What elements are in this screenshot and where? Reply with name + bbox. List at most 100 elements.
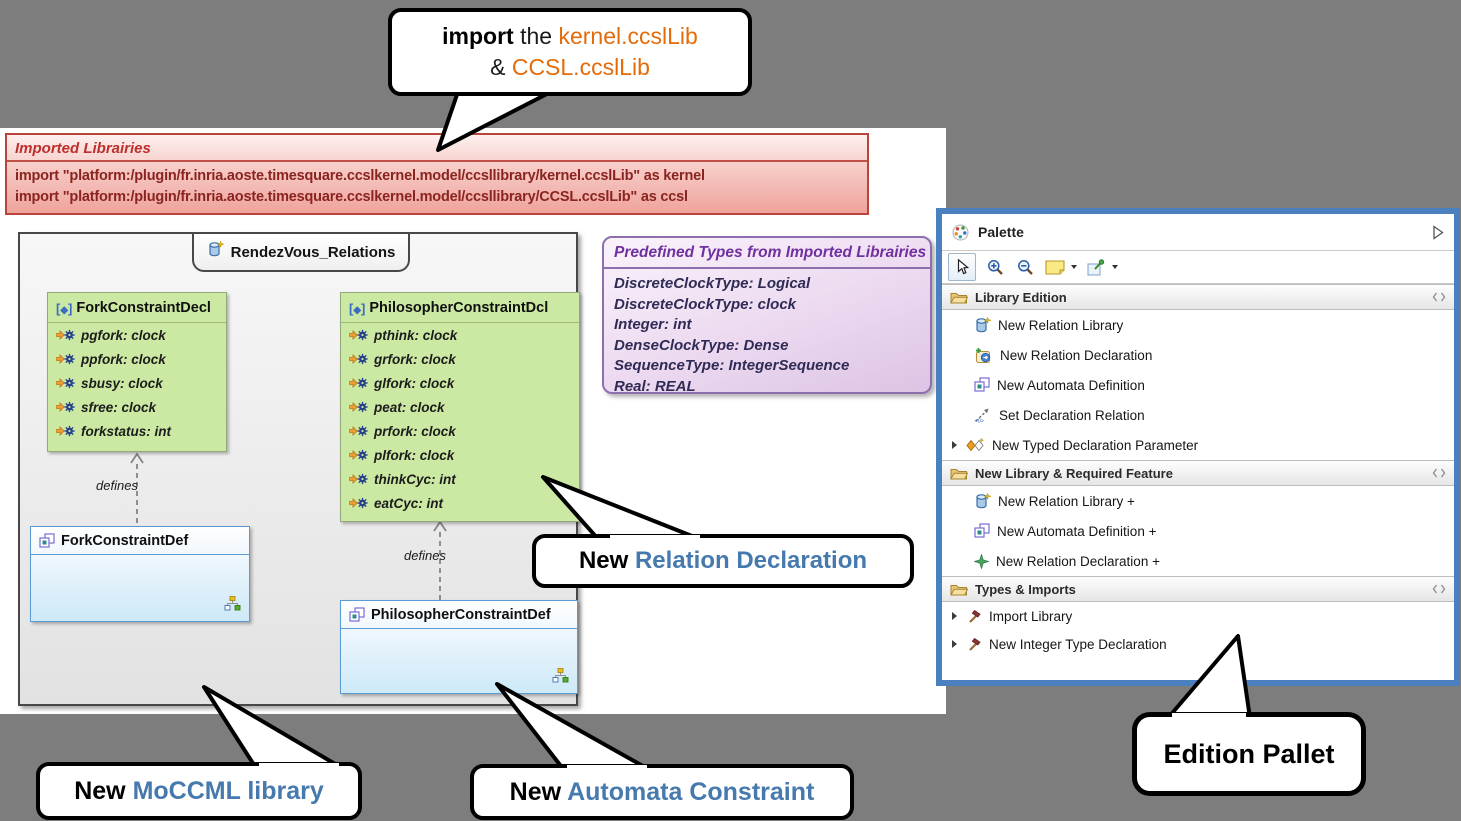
- attribute-row[interactable]: sbusy: clock: [48, 371, 226, 395]
- note-dropdown-arrow[interactable]: [1071, 265, 1077, 269]
- palette-item-set-declaration-relation[interactable]: <0> Set Declaration Relation: [974, 407, 1145, 424]
- attribute-row[interactable]: pthink: clock: [341, 323, 579, 347]
- pin-note-dropdown-arrow[interactable]: [1112, 265, 1118, 269]
- palette-item-new-relation-library[interactable]: New Relation Library: [942, 310, 1454, 340]
- package-diagram[interactable]: RendezVous_Relations [◆] ForkConstraintD…: [18, 232, 580, 706]
- palette-item-new-integer-type-declaration[interactable]: New Integer Type Declaration: [942, 630, 1454, 658]
- int-attribute-icon: [349, 473, 368, 485]
- automata-icon: [39, 533, 55, 548]
- def-box-philosopher-constraint-def[interactable]: PhilosopherConstraintDef: [340, 600, 578, 694]
- palette-toolbar: [942, 251, 1454, 284]
- tree-icon: [552, 668, 569, 688]
- def-header: ForkConstraintDef: [31, 527, 249, 555]
- green-diamond-icon: [974, 553, 989, 569]
- palette-item-new-relation-library-plus[interactable]: New Relation Library +: [942, 486, 1454, 516]
- clock-attribute-icon: [349, 377, 368, 389]
- library-icon: [976, 492, 991, 508]
- def-name: PhilosopherConstraintDef: [371, 607, 551, 623]
- expand-triangle-icon[interactable]: [952, 441, 957, 449]
- attribute-text: glfork: clock: [374, 375, 455, 391]
- pin-section-icon[interactable]: [1432, 292, 1446, 302]
- attribute-row[interactable]: peat: clock: [341, 395, 579, 419]
- dashed-relation-arrow-icon: <0>: [975, 408, 989, 423]
- attribute-row[interactable]: sfree: clock: [48, 395, 226, 419]
- zoom-out-button[interactable]: [1014, 255, 1036, 279]
- select-tool-button[interactable]: [948, 253, 976, 281]
- attribute-text: grfork: clock: [374, 351, 456, 367]
- palette-section-new-library-required-feature[interactable]: New Library & Required Feature: [942, 460, 1454, 486]
- defines-arrows: [130, 452, 447, 600]
- diamond-icon: [◆]: [56, 300, 73, 316]
- pin-section-icon[interactable]: [1432, 584, 1446, 594]
- note-tool-button[interactable]: [1044, 255, 1066, 279]
- attribute-text: sfree: clock: [81, 399, 157, 415]
- diamond-icon: [◆]: [349, 300, 366, 316]
- attribute-row[interactable]: forkstatus: int: [48, 419, 226, 443]
- attribute-row[interactable]: pgfork: clock: [48, 323, 226, 347]
- attribute-row[interactable]: ppfork: clock: [48, 347, 226, 371]
- palette-item-new-typed-declaration-parameter[interactable]: New Typed Declaration Parameter: [942, 430, 1454, 460]
- clock-attribute-icon: [56, 401, 75, 413]
- attribute-row[interactable]: prfork: clock: [341, 419, 579, 443]
- defines-edge-label: defines: [96, 478, 138, 493]
- class-name: ForkConstraintDecl: [76, 300, 211, 316]
- relation-declaration-icon: [975, 347, 991, 363]
- expand-triangle-icon[interactable]: [952, 612, 957, 620]
- clock-attribute-icon: [349, 353, 368, 365]
- clock-attribute-icon: [56, 329, 75, 341]
- pin-section-icon[interactable]: [1432, 468, 1446, 478]
- zoom-in-button[interactable]: [984, 255, 1006, 279]
- palette-item-new-relation-declaration[interactable]: New Relation Declaration: [942, 340, 1454, 370]
- clock-attribute-icon: [349, 425, 368, 437]
- note-icon: [1045, 259, 1065, 275]
- import-statement: import "platform:/plugin/fr.inria.aoste.…: [15, 189, 688, 205]
- attribute-text: thinkCyc: int: [374, 471, 456, 487]
- predefined-types-list: DiscreteClockType: Logical DiscreteClock…: [604, 269, 930, 402]
- imported-libraries-banner: Imported Librairies import "platform:/pl…: [5, 133, 869, 215]
- palette-header[interactable]: Palette: [942, 214, 1454, 251]
- zoom-in-icon: [987, 259, 1003, 275]
- callout-new-moccml-library: New MoCCML library: [36, 762, 362, 820]
- def-box-fork-constraint-def[interactable]: ForkConstraintDef: [30, 526, 250, 622]
- defines-edge-label: defines: [404, 548, 446, 563]
- library-icon: [976, 316, 991, 332]
- class-name: PhilosopherConstraintDcl: [369, 300, 549, 316]
- zoom-out-icon: [1017, 259, 1033, 275]
- palette-item-new-relation-declaration-plus[interactable]: New Relation Declaration +: [942, 546, 1454, 576]
- attribute-row[interactable]: eatCyc: int: [341, 491, 579, 515]
- palette-title: Palette: [978, 224, 1024, 240]
- import-statement: import "platform:/plugin/fr.inria.aoste.…: [15, 168, 705, 184]
- tree-icon: [224, 596, 241, 616]
- int-attribute-icon: [349, 497, 368, 509]
- palette-item-new-automata-definition-plus[interactable]: New Automata Definition +: [942, 516, 1454, 546]
- package-tab[interactable]: RendezVous_Relations: [192, 234, 410, 272]
- pin-note-tool-button[interactable]: [1085, 255, 1107, 279]
- attribute-row[interactable]: grfork: clock: [341, 347, 579, 371]
- palette-section-library-edition[interactable]: Library Edition: [942, 284, 1454, 310]
- clock-attribute-icon: [349, 329, 368, 341]
- automata-icon: [349, 607, 365, 622]
- collapse-arrow-icon[interactable]: [1432, 224, 1444, 240]
- callout-tail-patch: [460, 83, 572, 91]
- attribute-row[interactable]: thinkCyc: int: [341, 467, 579, 491]
- expand-triangle-icon[interactable]: [952, 640, 957, 648]
- attribute-text: peat: clock: [374, 399, 445, 415]
- class-box-philosopher-constraint-dcl[interactable]: [◆] PhilosopherConstraintDcl pthink: clo…: [340, 292, 580, 522]
- cursor-icon: [957, 259, 969, 275]
- predefined-type: DiscreteClockType: clock: [614, 295, 797, 313]
- palette-item-import-library[interactable]: Import Library: [942, 602, 1454, 630]
- folder-icon: [950, 584, 968, 595]
- callout-tail-patch: [567, 765, 647, 773]
- class-header: [◆] ForkConstraintDecl: [48, 293, 226, 323]
- attribute-row[interactable]: plfork: clock: [341, 443, 579, 467]
- palette-item-new-automata-definition[interactable]: New Automata Definition: [942, 370, 1454, 400]
- callout-new-relation-declaration: New Relation Declaration: [532, 534, 914, 588]
- callout-tail-patch: [259, 763, 339, 771]
- attribute-row[interactable]: glfork: clock: [341, 371, 579, 395]
- attribute-text: eatCyc: int: [374, 495, 444, 511]
- palette-section-types-and-imports[interactable]: Types & Imports: [942, 576, 1454, 602]
- attribute-text: pthink: clock: [374, 327, 458, 343]
- class-box-fork-constraint-decl[interactable]: [◆] ForkConstraintDecl pgfork: clock ppf…: [47, 292, 227, 452]
- palette-panel: Palette: [936, 208, 1460, 686]
- callout-edition-pallet: Edition Pallet: [1132, 712, 1366, 796]
